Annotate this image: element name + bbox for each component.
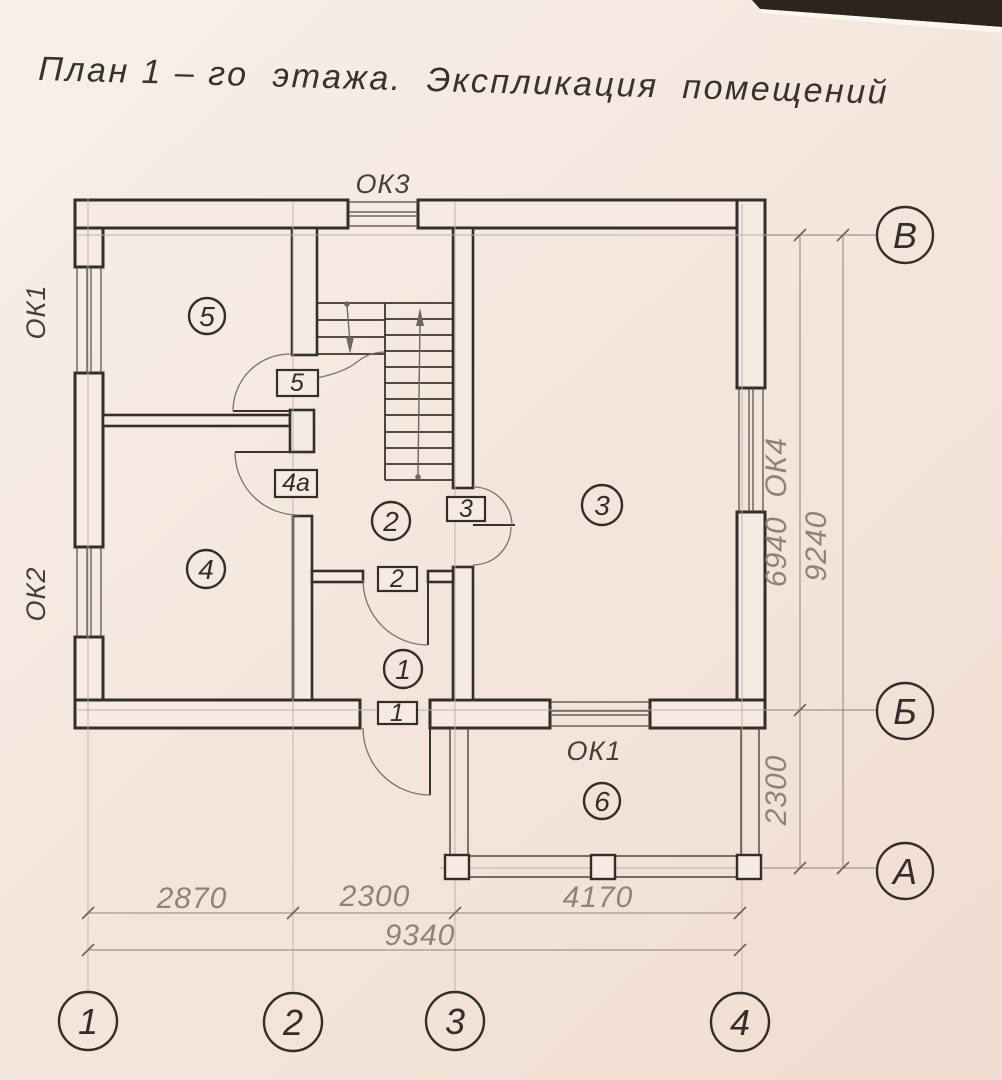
- stair-down-arrow-icon: [344, 301, 354, 354]
- door-marker-5: 5: [275, 368, 320, 398]
- dim-bottom-2300: 2300: [339, 880, 411, 913]
- door-3-double-swing: [472, 486, 515, 566]
- room-marker-5: 5: [187, 296, 227, 336]
- dim-bottom-9340: 9340: [385, 919, 456, 952]
- wall-segment: [426, 569, 455, 584]
- door-marker-2: 2: [376, 565, 419, 593]
- wall-segment: [291, 514, 314, 702]
- axis-label: Б: [893, 691, 916, 732]
- axis-bubble-col-1: 1: [57, 990, 119, 1052]
- axis-label: 4: [730, 1002, 750, 1043]
- window-ok1-left: [76, 267, 102, 373]
- axis-label: В: [893, 215, 917, 256]
- dimension-lines-right: [764, 228, 877, 875]
- wall-segment: [428, 698, 552, 730]
- svg-text:3: 3: [594, 490, 610, 521]
- axis-label: 2: [282, 1002, 303, 1043]
- window-label-ok3: ОК3: [356, 169, 411, 199]
- wall-segment: [451, 226, 475, 490]
- svg-text:5: 5: [290, 369, 304, 397]
- window-ok1-bottom: [550, 701, 650, 727]
- window-label-ok1-bottom: ОК1: [567, 736, 622, 766]
- axis-bubble-col-2: 2: [262, 991, 324, 1053]
- window-ok2-left: [76, 547, 102, 637]
- svg-text:1: 1: [395, 654, 411, 685]
- axis-label: А: [891, 851, 917, 892]
- room-marker-3: 3: [580, 483, 624, 527]
- exterior-walls: [73, 198, 767, 730]
- window-label-ok1-left: ОК1: [21, 285, 51, 340]
- dim-bottom-4170: 4170: [563, 881, 634, 914]
- svg-text:5: 5: [199, 301, 215, 332]
- wall-segment: [73, 198, 350, 230]
- room-marker-6: 6: [582, 781, 622, 821]
- door-marker-4a: 4а: [273, 468, 319, 499]
- stair-up-arrow-icon: [415, 308, 424, 480]
- svg-text:1: 1: [390, 699, 404, 727]
- staircase: [316, 301, 453, 481]
- window-ok3-top: [348, 201, 418, 227]
- dimension-lines-bottom: [81, 906, 747, 957]
- porch: [443, 728, 763, 881]
- wall-segment: [735, 198, 767, 390]
- dim-bottom-2870: 2870: [156, 882, 228, 915]
- svg-text:4: 4: [198, 554, 214, 585]
- photo-edge-dark: [752, 0, 1002, 27]
- porch-column: [735, 853, 763, 881]
- porch-column: [443, 853, 471, 881]
- wall-segment: [288, 408, 316, 454]
- axis-grid-lines: [78, 198, 877, 992]
- door-4a: [234, 451, 299, 516]
- axis-label: 3: [445, 1001, 465, 1042]
- room-marker-1: 1: [382, 648, 424, 690]
- door-marker-1: 1: [376, 699, 419, 727]
- photo-edge-highlight: [760, 9, 1002, 33]
- window-ok4-right: [738, 388, 764, 512]
- svg-text:4а: 4а: [282, 469, 310, 497]
- room-marker-2: 2: [370, 500, 412, 542]
- interior-walls: [101, 226, 475, 702]
- door-2: [362, 579, 429, 646]
- wall-segment: [416, 198, 767, 230]
- room-marker-4: 4: [185, 548, 227, 590]
- wall-segment: [648, 698, 767, 730]
- svg-text:2: 2: [389, 565, 404, 593]
- wall-segment: [310, 569, 365, 584]
- wall-segment: [73, 371, 105, 549]
- door-1-entrance: [362, 727, 431, 796]
- axis-bubble-row-v: В: [875, 205, 935, 265]
- wall-segment: [101, 413, 292, 428]
- dim-right-6940-ok4: 6940 ОК4: [760, 437, 793, 587]
- axis-bubble-row-a: А: [875, 841, 935, 901]
- axis-bubble-col-3: 3: [424, 990, 486, 1052]
- wall-segment: [451, 565, 475, 702]
- door-5: [232, 353, 291, 412]
- axis-bubble-col-4: 4: [709, 991, 771, 1053]
- dim-right-9240: 9240: [800, 511, 833, 582]
- wall-segment: [73, 698, 362, 730]
- axis-bubble-row-b: Б: [875, 681, 935, 741]
- window-label-ok2-left: ОК2: [21, 567, 51, 622]
- svg-text:3: 3: [459, 495, 473, 523]
- wall-segment: [290, 226, 319, 357]
- svg-text:2: 2: [382, 506, 399, 537]
- axis-label: 1: [78, 1001, 98, 1042]
- porch-column: [589, 853, 617, 881]
- door-marker-3: 3: [445, 495, 487, 523]
- svg-text:6: 6: [594, 786, 610, 817]
- dim-right-2300: 2300: [760, 755, 793, 827]
